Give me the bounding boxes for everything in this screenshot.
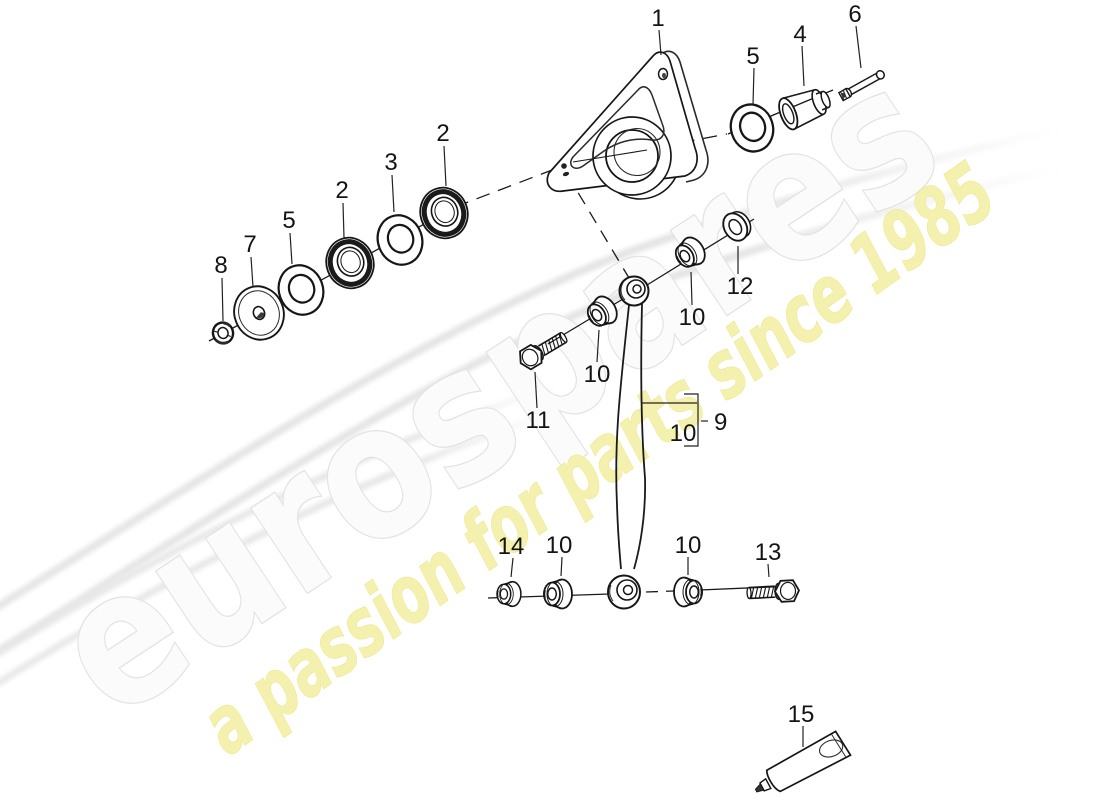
bracket-back-edge	[660, 50, 709, 183]
part-14-nut	[496, 580, 522, 608]
callout-10-bottom-left[interactable]: 10	[546, 532, 573, 559]
part-1-bracket	[546, 50, 709, 200]
rod-bottom-eye	[607, 574, 641, 610]
part-7-disc-washer	[233, 285, 285, 341]
callout-6[interactable]: 6	[848, 1, 861, 28]
bracket-top-hole-shadow	[662, 72, 666, 79]
part-4-sleeve	[778, 88, 831, 131]
part-10-nut-bottom-right	[672, 576, 704, 608]
callout-5-left[interactable]: 5	[282, 207, 295, 234]
callout-10-right[interactable]: 10	[679, 304, 706, 331]
callout-13[interactable]: 13	[755, 539, 782, 566]
callout-5-top[interactable]: 5	[746, 43, 759, 70]
callout-10-grouped[interactable]: 10	[670, 420, 697, 447]
callout-2-left[interactable]: 2	[335, 177, 348, 204]
leader-7	[250, 256, 254, 288]
bracket-pivot-hole	[561, 163, 567, 169]
callout-1[interactable]: 1	[651, 5, 664, 32]
bracket-bore-inner-edge	[613, 127, 661, 177]
rod-top-eye	[618, 275, 650, 307]
bracket-pivot-slot	[562, 171, 570, 177]
leader-14	[510, 557, 514, 578]
leader-5-top	[752, 67, 755, 106]
callout-14[interactable]: 14	[498, 533, 525, 560]
stack-to-bracket-dashed-line	[454, 166, 561, 208]
leader-6	[855, 25, 862, 69]
part-8-nut	[211, 321, 235, 345]
part-13-bolt	[745, 578, 801, 605]
leader-10-upper	[596, 329, 600, 363]
part-2-bearing-left	[319, 231, 381, 295]
leader-2-right	[443, 145, 447, 187]
leader-4	[801, 45, 805, 87]
callout-12[interactable]: 12	[727, 273, 754, 300]
part-10-nut-bottom-left	[542, 578, 574, 610]
callout-10-bottom-right[interactable]: 10	[675, 532, 702, 559]
rod-left-edge	[615, 304, 630, 570]
callout-11[interactable]: 11	[526, 407, 551, 434]
callout-15[interactable]: 15	[788, 701, 815, 728]
callout-7[interactable]: 7	[243, 231, 256, 258]
part-5-washer-top	[729, 103, 775, 153]
leader-3	[391, 174, 395, 213]
part-15-adhesive-tube	[754, 730, 852, 793]
leader-1	[658, 29, 662, 56]
leader-10-right	[690, 271, 693, 306]
leader-8	[221, 277, 224, 322]
callout-9[interactable]: 9	[714, 409, 727, 436]
leader-11	[534, 371, 538, 409]
group-callout-9: 10 9	[641, 393, 727, 447]
leader-5-left	[289, 232, 293, 265]
part-6-pin	[837, 69, 886, 102]
leader-13	[767, 563, 770, 578]
callout-8[interactable]: 8	[214, 252, 227, 279]
rod-right-edge	[633, 303, 646, 570]
callout-10-upper[interactable]: 10	[584, 361, 611, 388]
bracket-to-rod-dashed-line	[566, 173, 630, 279]
swoosh-ribbon-upper-core	[0, 133, 1064, 646]
bottom-axis-dashed-line	[645, 590, 675, 593]
part-9-link-rod	[607, 275, 650, 610]
callout-4[interactable]: 4	[793, 21, 806, 48]
leader-10-bottom-left	[560, 556, 563, 577]
swoosh-ribbon-lower-core	[0, 389, 563, 678]
part-12-washer	[722, 210, 752, 242]
callout-3[interactable]: 3	[384, 149, 397, 176]
callout-2-right[interactable]: 2	[436, 120, 449, 147]
bracket-hole-centerline	[572, 149, 648, 163]
callouts: 1 5 4 6 2 3 2 5 7 8 10 11 10 12	[214, 1, 862, 747]
leader-2-left	[342, 202, 345, 239]
bracket-9-symbol	[684, 393, 699, 447]
bracket-cutout	[570, 86, 665, 169]
watermark-brand-text: eurospares	[17, 24, 974, 759]
background-swoosh	[0, 125, 1066, 686]
